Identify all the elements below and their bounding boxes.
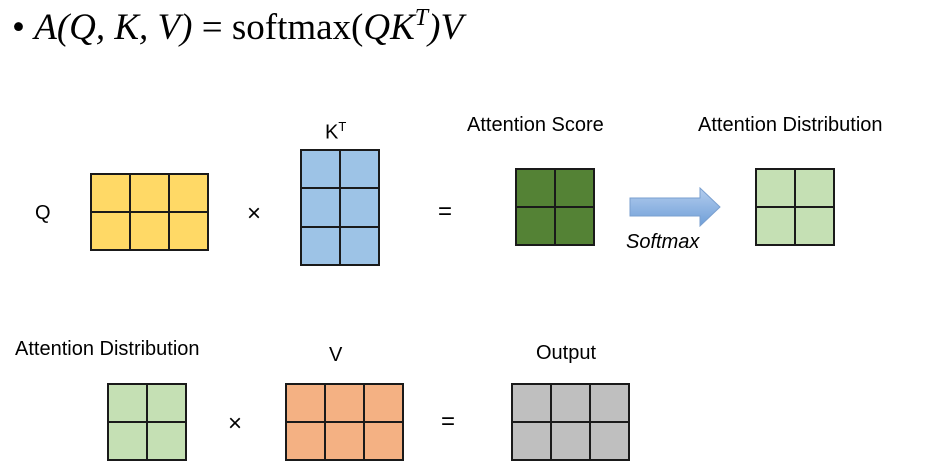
kt-label: KT — [325, 115, 346, 145]
matrix-cell — [555, 169, 594, 207]
kt-label-base: K — [325, 121, 339, 144]
matrix-cell — [756, 207, 795, 245]
matrix-cell — [301, 226, 340, 265]
q-label: Q — [35, 202, 51, 224]
matrix-cell — [286, 422, 325, 460]
matrix-cell — [147, 384, 186, 422]
matrix-cell — [756, 169, 795, 207]
matrix-cell — [795, 169, 834, 207]
attention-distribution-label-top: Attention Distribution — [698, 114, 883, 136]
formula-bullet: • — [12, 7, 25, 48]
matrix-cell — [340, 226, 379, 265]
attention-score-label: Attention Score — [467, 114, 604, 136]
formula-lhs-fn: A — [34, 7, 57, 48]
v-matrix — [285, 383, 404, 461]
matrix-cell — [91, 212, 130, 250]
matrix-cell — [301, 188, 340, 227]
matrix-cell — [340, 188, 379, 227]
matrix-cell — [130, 212, 169, 250]
output-matrix — [511, 383, 630, 461]
matrix-cell — [516, 207, 555, 245]
matrix-cell — [301, 150, 340, 189]
matrix-cell — [169, 174, 208, 212]
times-operator-1: × — [247, 200, 262, 227]
attention-distribution-label-bottom: Attention Distribution — [15, 338, 200, 360]
softmax-arrow-label: Softmax — [626, 231, 700, 253]
matrix-cell — [364, 384, 403, 422]
q-matrix — [90, 173, 209, 251]
matrix-cell — [795, 207, 834, 245]
matrix-cell — [512, 384, 551, 422]
formula-qk: QK — [363, 7, 415, 48]
matrix-cell — [130, 174, 169, 212]
matrix-cell — [512, 422, 551, 460]
matrix-cell — [147, 422, 186, 460]
equals-operator-1: = — [438, 198, 453, 225]
matrix-cell — [590, 422, 629, 460]
formula-sup: T — [414, 5, 429, 31]
attention-distribution-matrix-bottom — [107, 383, 187, 461]
matrix-cell — [340, 150, 379, 189]
matrix-cell — [325, 422, 364, 460]
kt-label-sup: T — [338, 119, 347, 134]
output-label: Output — [536, 342, 597, 364]
matrix-cell — [516, 169, 555, 207]
softmax-arrow-icon — [629, 187, 721, 227]
attention-formula: • A(Q, K, V) = softmax(QKT)V — [12, 6, 463, 50]
matrix-cell — [286, 384, 325, 422]
kt-matrix — [300, 149, 380, 266]
matrix-cell — [108, 384, 147, 422]
attention-score-matrix — [515, 168, 595, 246]
matrix-cell — [551, 422, 590, 460]
equals-operator-2: = — [441, 408, 456, 435]
matrix-cell — [325, 384, 364, 422]
matrix-cell — [364, 422, 403, 460]
v-label: V — [329, 344, 343, 366]
matrix-cell — [108, 422, 147, 460]
matrix-cell — [590, 384, 629, 422]
formula-lhs-args: (Q, K, V) — [56, 7, 193, 48]
formula-softmax: softmax( — [231, 7, 364, 48]
matrix-cell — [91, 174, 130, 212]
matrix-cell — [555, 207, 594, 245]
attention-distribution-matrix-top — [755, 168, 835, 246]
times-operator-2: × — [228, 410, 243, 437]
matrix-cell — [169, 212, 208, 250]
matrix-cell — [551, 384, 590, 422]
formula-equals: = — [201, 7, 223, 48]
formula-rhs-tail: )V — [428, 7, 464, 48]
